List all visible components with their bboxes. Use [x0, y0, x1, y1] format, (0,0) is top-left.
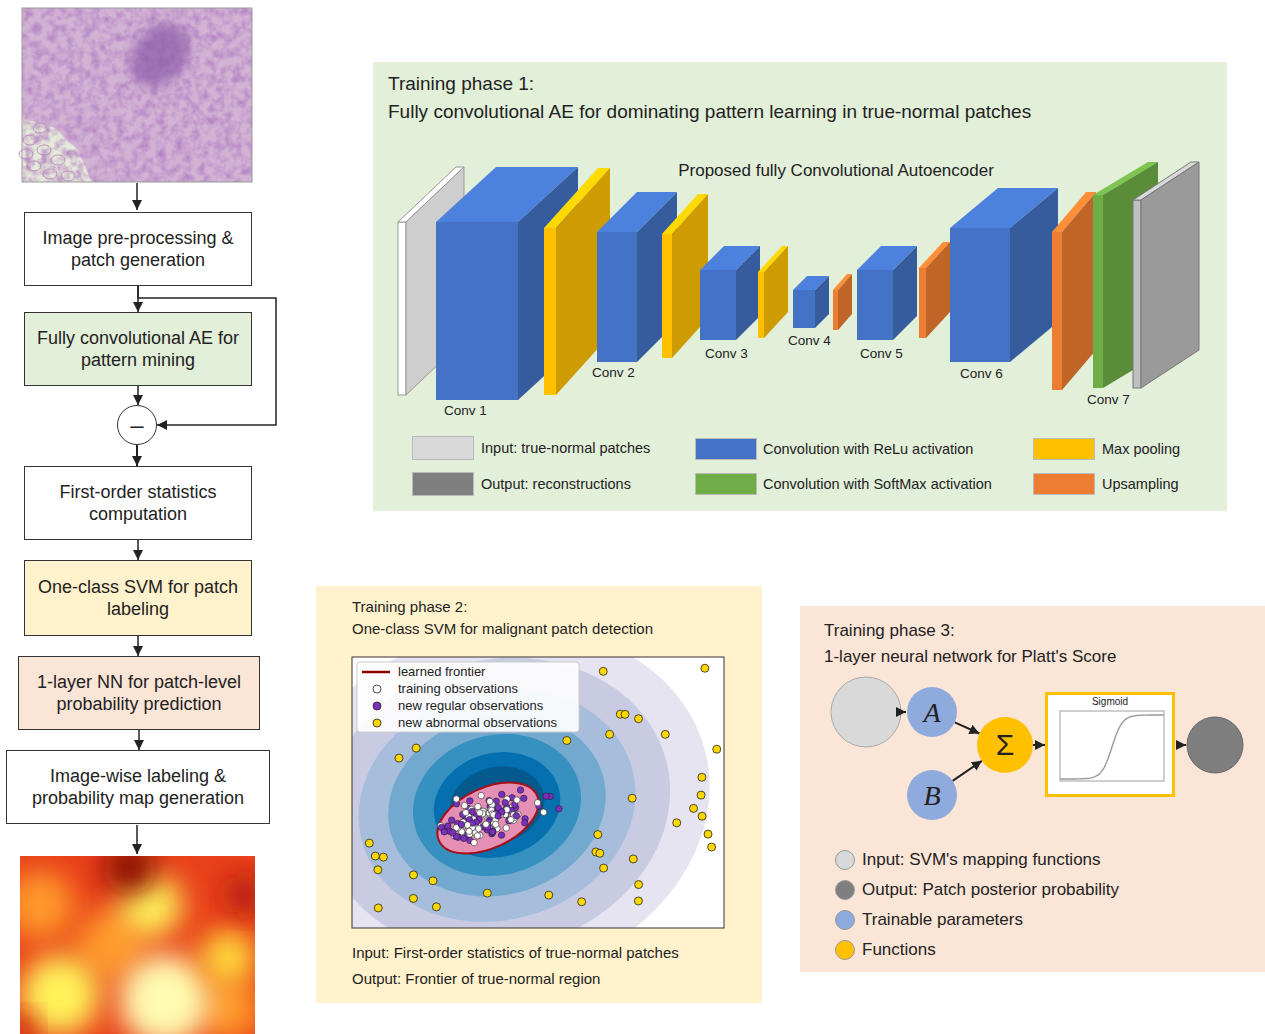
node-label: Image-wise labeling & probability map ge…	[7, 765, 269, 810]
layer-name: Conv 4	[788, 333, 831, 350]
histology-image	[19, 8, 252, 182]
process-box: Fully convolutional AE for pattern minin…	[24, 312, 252, 386]
flow-arrow	[136, 183, 138, 210]
process-box: One-class SVM for patch labeling	[24, 560, 252, 636]
legend-swatch	[835, 910, 855, 930]
legend-text: training observations	[398, 681, 518, 697]
layer-name: Conv 5	[860, 346, 903, 363]
legend-text: Output: Patch posterior probability	[862, 879, 1119, 900]
legend-text: Output: reconstructions	[481, 475, 631, 493]
legend-text: Max pooling	[1102, 440, 1180, 458]
node-label: Fully convolutional AE for pattern minin…	[25, 327, 251, 372]
layer-block	[919, 242, 950, 338]
layer-block	[758, 246, 788, 338]
legend-swatch	[412, 472, 474, 496]
flow-arrow	[955, 722, 980, 733]
phase-panel: Training phase 2: One-class SVM for malig…	[316, 586, 762, 1003]
process-box: First-order statistics computation	[24, 466, 252, 540]
layer-block	[857, 246, 917, 340]
layer-block	[950, 188, 1058, 362]
node-label: B	[923, 778, 940, 813]
process-box: Image-wise labeling & probability map ge…	[6, 750, 270, 824]
layer-name: Conv 2	[592, 365, 635, 382]
panel-heading: Training phase 2:	[352, 598, 467, 617]
node-label: Sigmoid	[1092, 696, 1128, 709]
layer-block	[597, 192, 677, 362]
autoencoder-drawing	[398, 162, 1199, 400]
legend-swatch	[1033, 438, 1095, 460]
legend-swatch	[695, 473, 757, 495]
node-label: –	[130, 410, 143, 440]
flow-arrow	[953, 761, 982, 781]
circle-node: –	[117, 405, 157, 445]
flow-arrow	[137, 540, 139, 560]
legend-text: learned frontier	[398, 664, 485, 680]
panel-text: 1-layer neural network for Platt's Score	[824, 646, 1116, 667]
legend-swatch	[695, 438, 757, 460]
layer-block	[793, 276, 829, 328]
legend-text: Functions	[862, 939, 936, 960]
panel-text: Fully convolutional AE for dominating pa…	[388, 100, 1031, 124]
circle-node: A	[907, 687, 957, 737]
legend-text: Convolution with ReLu activation	[763, 440, 973, 458]
layer-block	[700, 246, 760, 340]
flow-arrow	[137, 636, 139, 656]
layer-name: Conv 7	[1087, 392, 1130, 409]
node-label: Σ	[996, 726, 1015, 764]
sigmoid-curve	[1048, 695, 1172, 794]
process-box: Image pre-processing & patch generation	[24, 212, 252, 286]
probability-map	[20, 856, 255, 1034]
layer-name: Conv 3	[705, 346, 748, 363]
figure-title: Proposed fully Convolutional Autoencoder	[678, 160, 994, 181]
node-label: Image pre-processing & patch generation	[25, 227, 251, 272]
flow-arrow	[1033, 744, 1045, 746]
legend-text: Upsampling	[1102, 475, 1179, 493]
panel-ground	[800, 606, 1265, 972]
layer-name: Conv 1	[444, 403, 487, 420]
legend-text: new regular observations	[398, 698, 543, 714]
process-box: 1-layer NN for patch-level probability p…	[18, 656, 260, 730]
legend-marker	[356, 665, 396, 679]
legend-swatch	[412, 436, 474, 460]
layer-block	[833, 274, 852, 330]
node-label: One-class SVM for patch labeling	[25, 576, 251, 621]
layer-block	[1052, 192, 1096, 390]
node-label: First-order statistics computation	[25, 481, 251, 526]
legend-text: Input: true-normal patches	[481, 439, 650, 457]
process-box: Sigmoid	[1045, 692, 1175, 797]
circle-node: Σ	[977, 717, 1033, 773]
circle-node: B	[907, 770, 957, 820]
flow-arrow	[136, 825, 138, 854]
legend-swatch	[1033, 473, 1095, 495]
panel-text: Output: Frontier of true-normal region	[352, 970, 600, 989]
flow-arrow	[137, 386, 139, 405]
panel-heading: Training phase 3:	[824, 620, 955, 641]
node-label: 1-layer NN for patch-level probability p…	[19, 671, 259, 716]
legend-swatch	[835, 880, 855, 900]
legend-swatch	[835, 850, 855, 870]
panel-text: Input: First-order statistics of true-no…	[352, 944, 679, 963]
legend-text: Input: SVM's mapping functions	[862, 849, 1101, 870]
node-label: A	[923, 695, 940, 730]
panel-ground	[373, 62, 1227, 511]
layer-name: Conv 6	[960, 366, 1003, 383]
layer-block	[1133, 162, 1199, 388]
network-drawing	[831, 677, 1243, 773]
legend-swatch	[835, 940, 855, 960]
legend-text: Convolution with SoftMax activation	[763, 475, 992, 493]
panel-text: One-class SVM for malignant patch detect…	[352, 620, 653, 639]
svm-plot	[244, 580, 750, 1029]
panel-heading: Training phase 1:	[388, 72, 534, 96]
flow-arrow	[136, 445, 138, 466]
flow-arrow	[138, 730, 140, 750]
legend-text: new abnormal observations	[398, 715, 557, 731]
legend-text: Trainable parameters	[862, 909, 1023, 930]
